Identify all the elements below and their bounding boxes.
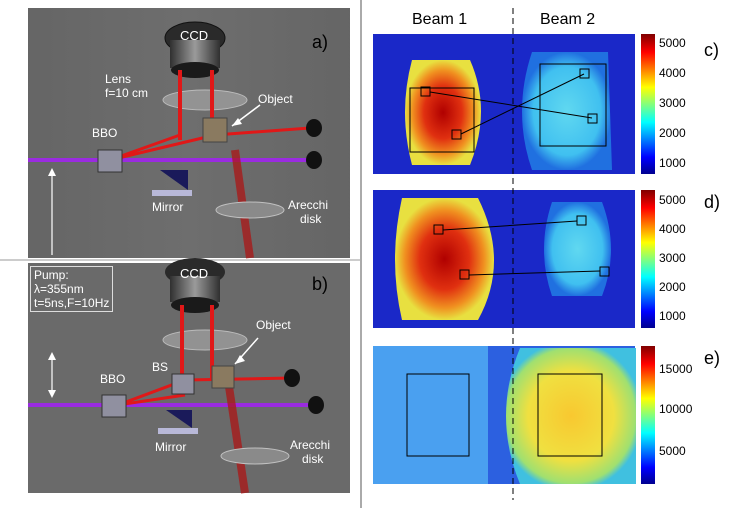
panel-label-d: d) (704, 192, 721, 212)
colorbar-d-tick: 2000 (659, 280, 686, 294)
panel-label-c: c) (704, 40, 719, 60)
mirror-label-b: Mirror (155, 440, 187, 454)
colorbar-d-tick: 1000 (659, 309, 686, 323)
colorbar-d-tick: 5000 (659, 193, 686, 207)
colorbar-c-tick: 5000 (659, 36, 686, 50)
setup-a-drawing (28, 21, 322, 259)
object-label-a: Object (258, 92, 293, 106)
colorbar-c-tick: 3000 (659, 96, 686, 110)
colorbar-e-tick: 5000 (659, 444, 686, 458)
panel-label-a: a) (312, 32, 329, 52)
lens-label-line2: f=10 cm (105, 86, 149, 100)
heatmap-c (373, 34, 655, 174)
pump-info-box: Pump: λ=355nm t=5ns,F=10Hz (30, 266, 114, 312)
bs-label: BS (152, 360, 169, 374)
disk-label-a-line1: Arecchi (288, 198, 329, 212)
pump-wavelength: λ=355nm (34, 282, 84, 296)
colorbar-c-tick: 1000 (659, 156, 686, 170)
object-label-b: Object (256, 318, 291, 332)
heatmap-d (373, 190, 655, 328)
colorbar-d-tick: 4000 (659, 222, 686, 236)
ccd-label-a: CCD (180, 28, 209, 43)
bbo-label-a: BBO (92, 126, 118, 140)
beam2-header: Beam 2 (540, 11, 596, 28)
colorbar-d-tick: 3000 (659, 251, 686, 265)
colorbar-d (641, 190, 655, 328)
disk-label-b-line2: disk (302, 452, 324, 466)
ccd-label-b: CCD (180, 266, 209, 281)
setup-b-drawing (28, 258, 324, 494)
bbo-label-b: BBO (100, 372, 126, 386)
colorbar-c-tick: 4000 (659, 66, 686, 80)
mirror-label-a: Mirror (152, 200, 184, 214)
colorbar-e (641, 346, 655, 484)
disk-label-b-line1: Arecchi (290, 438, 331, 452)
panel-label-e: e) (704, 348, 721, 368)
colorbar-e-tick: 10000 (659, 402, 693, 416)
panel-label-b: b) (312, 274, 329, 294)
pump-label: Pump: (34, 268, 69, 282)
pump-timing: t=5ns,F=10Hz (34, 296, 110, 310)
lens-label-line1: Lens (105, 72, 132, 86)
heatmap-e (373, 346, 655, 484)
beam1-header: Beam 1 (412, 11, 468, 28)
colorbar-c-tick: 2000 (659, 126, 686, 140)
disk-label-a-line2: disk (300, 212, 322, 226)
colorbar-e-tick: 15000 (659, 362, 693, 376)
colorbar-c (641, 34, 655, 174)
